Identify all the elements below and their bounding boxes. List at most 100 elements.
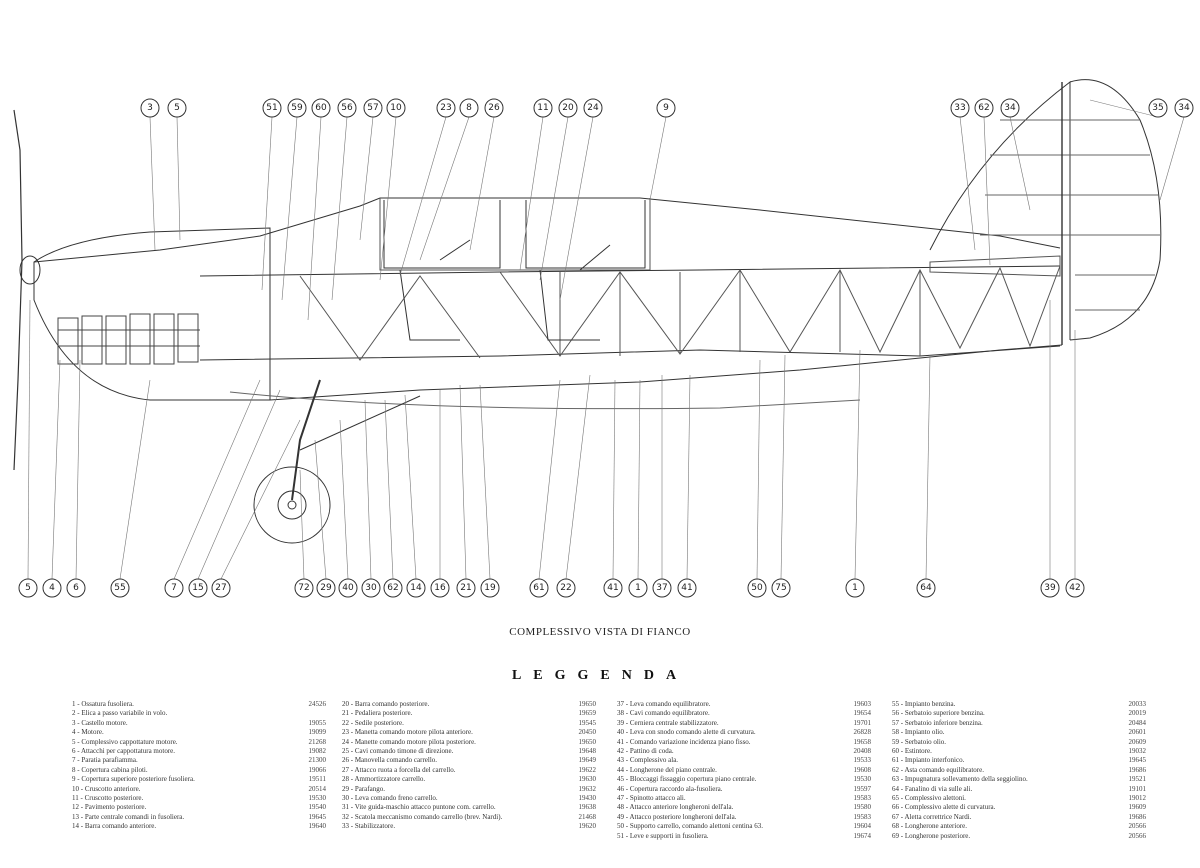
legend-item-label: 49 - Attacco posteriore longheroni dell'… [617, 812, 737, 821]
legend-item-code: 19545 [578, 718, 597, 727]
legend-item-label: 10 - Cruscotto anteriore. [72, 784, 141, 793]
callout-leader-line [299, 469, 305, 580]
callout-circle [845, 578, 865, 598]
callout-circle [480, 578, 500, 598]
callout-circle [383, 578, 403, 598]
callout-number: 6 [73, 583, 79, 593]
callout-leader-line [539, 116, 569, 281]
callout-circle [1040, 578, 1060, 598]
legend-item-label: 7 - Paratia parafiamma. [72, 756, 138, 765]
callout-leader-line [331, 116, 348, 301]
legend-item-label: 63 - Impugnatura sollevamento della segg… [892, 775, 1028, 784]
legend-item: 21 - Pedaliera posteriore.19659 [342, 709, 596, 718]
callout-number: 57 [367, 103, 378, 113]
callout-leader-line [983, 116, 991, 266]
callout-circle [1065, 578, 1085, 598]
legend-item-label: 42 - Pattino di coda. [617, 747, 674, 756]
legend-item: 11 - Cruscotto posteriore.19530 [72, 794, 326, 803]
callout-leader-line [149, 116, 156, 251]
callout-leader-line [1009, 116, 1031, 211]
legend-item-label: 9 - Copertura superiore posteriore fusol… [72, 775, 195, 784]
callout-leader-line [379, 116, 397, 281]
legend-item-code: 20609 [1128, 737, 1147, 746]
wing-root [229, 391, 861, 410]
legend-item-code: 19620 [578, 822, 597, 831]
legend-item: 3 - Castello motore.19055 [72, 719, 326, 728]
legend-item-label: 6 - Attacchi per cappottatura motore. [72, 747, 176, 756]
callout-leader-line [404, 394, 417, 580]
callout-number: 61 [533, 583, 544, 593]
legend-item: 13 - Parte centrale comandi in fusoliera… [72, 813, 326, 822]
legend-item-code: 21300 [308, 756, 327, 765]
legend-item-code: 19530 [308, 794, 327, 803]
callout-leader-line [261, 116, 273, 291]
callout-leader-line [364, 399, 372, 580]
legend-item-label: 23 - Manetta comando motore pilota anter… [342, 728, 473, 737]
callout-leader-line [197, 389, 281, 580]
legend-item: 6 - Attacchi per cappottatura motore.190… [72, 747, 326, 756]
bottom-callout: 14 [406, 578, 426, 598]
callout-leader-line [173, 379, 261, 580]
callout-number: 1 [852, 583, 858, 593]
callout-number: 5 [25, 583, 31, 593]
callout-number: 55 [114, 583, 125, 593]
callout-circle [386, 98, 406, 118]
bottom-callout: 42 [1065, 578, 1085, 598]
callout-number: 26 [488, 103, 500, 113]
legend-item-code: 19521 [1128, 775, 1147, 784]
legend-item-code: 19645 [308, 812, 327, 821]
top-callout: 60 [311, 98, 331, 118]
callout-circle [262, 98, 282, 118]
bottom-callout: 41 [677, 578, 697, 598]
legend-item-label: 44 - Longherone del piano centrale. [617, 765, 717, 774]
legend-item-label: 59 - Serbatoio olio. [892, 737, 947, 746]
callout-circle [974, 98, 994, 118]
fuselage-truss [299, 265, 1061, 361]
callout-circle [771, 578, 791, 598]
callout-circle [287, 98, 307, 118]
legend-item: 41 - Comando variazione incidenza piano … [617, 738, 871, 747]
legend-item: 47 - Spinotto attacco ali.19583 [617, 794, 871, 803]
legend-item-label: 47 - Spinotto attacco ali. [617, 794, 686, 803]
legend-item-label: 68 - Longherone anteriore. [892, 822, 968, 831]
legend-item-label: 61 - Impianto interfonico. [892, 756, 965, 765]
callout-leader-line [959, 116, 976, 251]
legend-item-label: 5 - Complessivo cappottature motore. [72, 737, 178, 746]
callout-number: 60 [315, 103, 327, 113]
legend-item-label: 40 - Leva con snodo comando alette di cu… [617, 728, 756, 737]
legend-item: 33 - Stabilizzatore.19620 [342, 822, 596, 831]
legend-item: 7 - Paratia parafiamma. 21300 [72, 756, 326, 765]
callout-circle [747, 578, 767, 598]
legend-item-label: 48 - Attacco anteriore longheroni dell'a… [617, 803, 734, 812]
callout-number: 35 [1152, 103, 1163, 113]
top-callout: 3 [140, 98, 160, 118]
callout-circle [950, 98, 970, 118]
legend-item: 57 - Serbatoio inferiore benzina.20484 [892, 719, 1146, 728]
callout-number: 40 [342, 583, 354, 593]
callout-number: 3 [147, 103, 153, 113]
callout-circle [363, 98, 383, 118]
bottom-callout: 37 [652, 578, 672, 598]
bottom-callout: 4 [42, 578, 62, 598]
legend-item: 40 - Leva con snodo comando alette di cu… [617, 728, 871, 737]
callout-leader-line [384, 399, 394, 580]
canopy [383, 200, 646, 269]
legend-item: 27 - Attacco ruota a forcella del carrel… [342, 766, 596, 775]
legend-item: 66 - Complessivo alette di curvatura.196… [892, 803, 1146, 812]
legend-item: 14 - Barra comando anteriore.19640 [72, 822, 326, 831]
legend-item-code: 19609 [1128, 803, 1147, 812]
callout-number: 27 [215, 583, 226, 593]
callout-number: 37 [656, 583, 667, 593]
legend-item: 4 - Motore.19099 [72, 728, 326, 737]
legend-item-label: 2 - Elica a passo variabile in volo. [72, 709, 168, 718]
legend-item: 32 - Scatola meccanismo comando carrello… [342, 813, 596, 822]
legend-item-label: 51 - Leve e supporti in fusoliera. [617, 831, 709, 840]
callout-number: 51 [266, 103, 277, 113]
legend-item: 61 - Impianto interfonico.19645 [892, 756, 1146, 765]
legend-item: 60 - Estintore.19032 [892, 747, 1146, 756]
rudder-ribs [980, 119, 1160, 311]
top-callout: 56 [337, 98, 357, 118]
